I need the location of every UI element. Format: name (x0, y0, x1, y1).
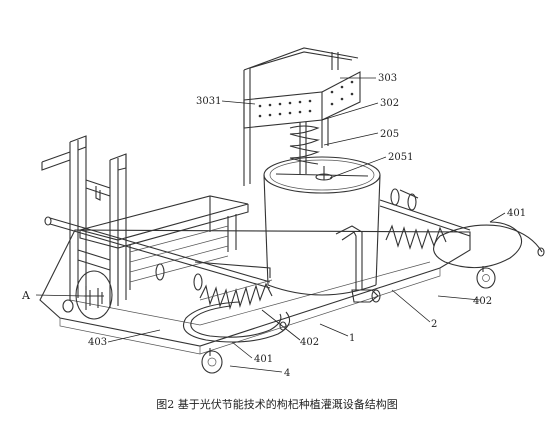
detail-circle-a (75, 270, 113, 320)
leader-lines (35, 77, 506, 373)
label-1: 1 (349, 333, 355, 344)
label-2051: 2051 (388, 152, 413, 163)
left-spring (199, 279, 273, 311)
label-401-left: 401 (254, 354, 273, 365)
label-401-right: 401 (507, 208, 526, 219)
label-303: 303 (378, 73, 397, 84)
label-403: 403 (88, 337, 107, 348)
label-2: 2 (431, 319, 437, 330)
water-tank (263, 156, 381, 303)
label-402-left: 402 (300, 337, 319, 348)
left-spray-pipe (44, 216, 271, 291)
top-support-frame (243, 47, 361, 186)
central-spring-rod (289, 118, 333, 181)
caster-wheel-left (62, 299, 74, 313)
caster-wheel-right (476, 266, 496, 289)
caster-wheel-front (201, 348, 223, 374)
ring-nozzle-right (433, 221, 545, 269)
base-platform (39, 229, 471, 355)
label-302: 302 (380, 98, 399, 109)
handle-frame (41, 135, 127, 308)
panel-box (77, 195, 249, 290)
label-a: A (21, 289, 31, 302)
right-spray-arm (379, 188, 471, 250)
label-402-right: 402 (473, 296, 492, 307)
label-3031: 3031 (196, 96, 221, 107)
label-205: 205 (380, 129, 399, 140)
label-4: 4 (284, 368, 290, 379)
figure-caption: 图2 基于光伏节能技术的枸杞种植灌溉设备结构图 (156, 398, 398, 411)
